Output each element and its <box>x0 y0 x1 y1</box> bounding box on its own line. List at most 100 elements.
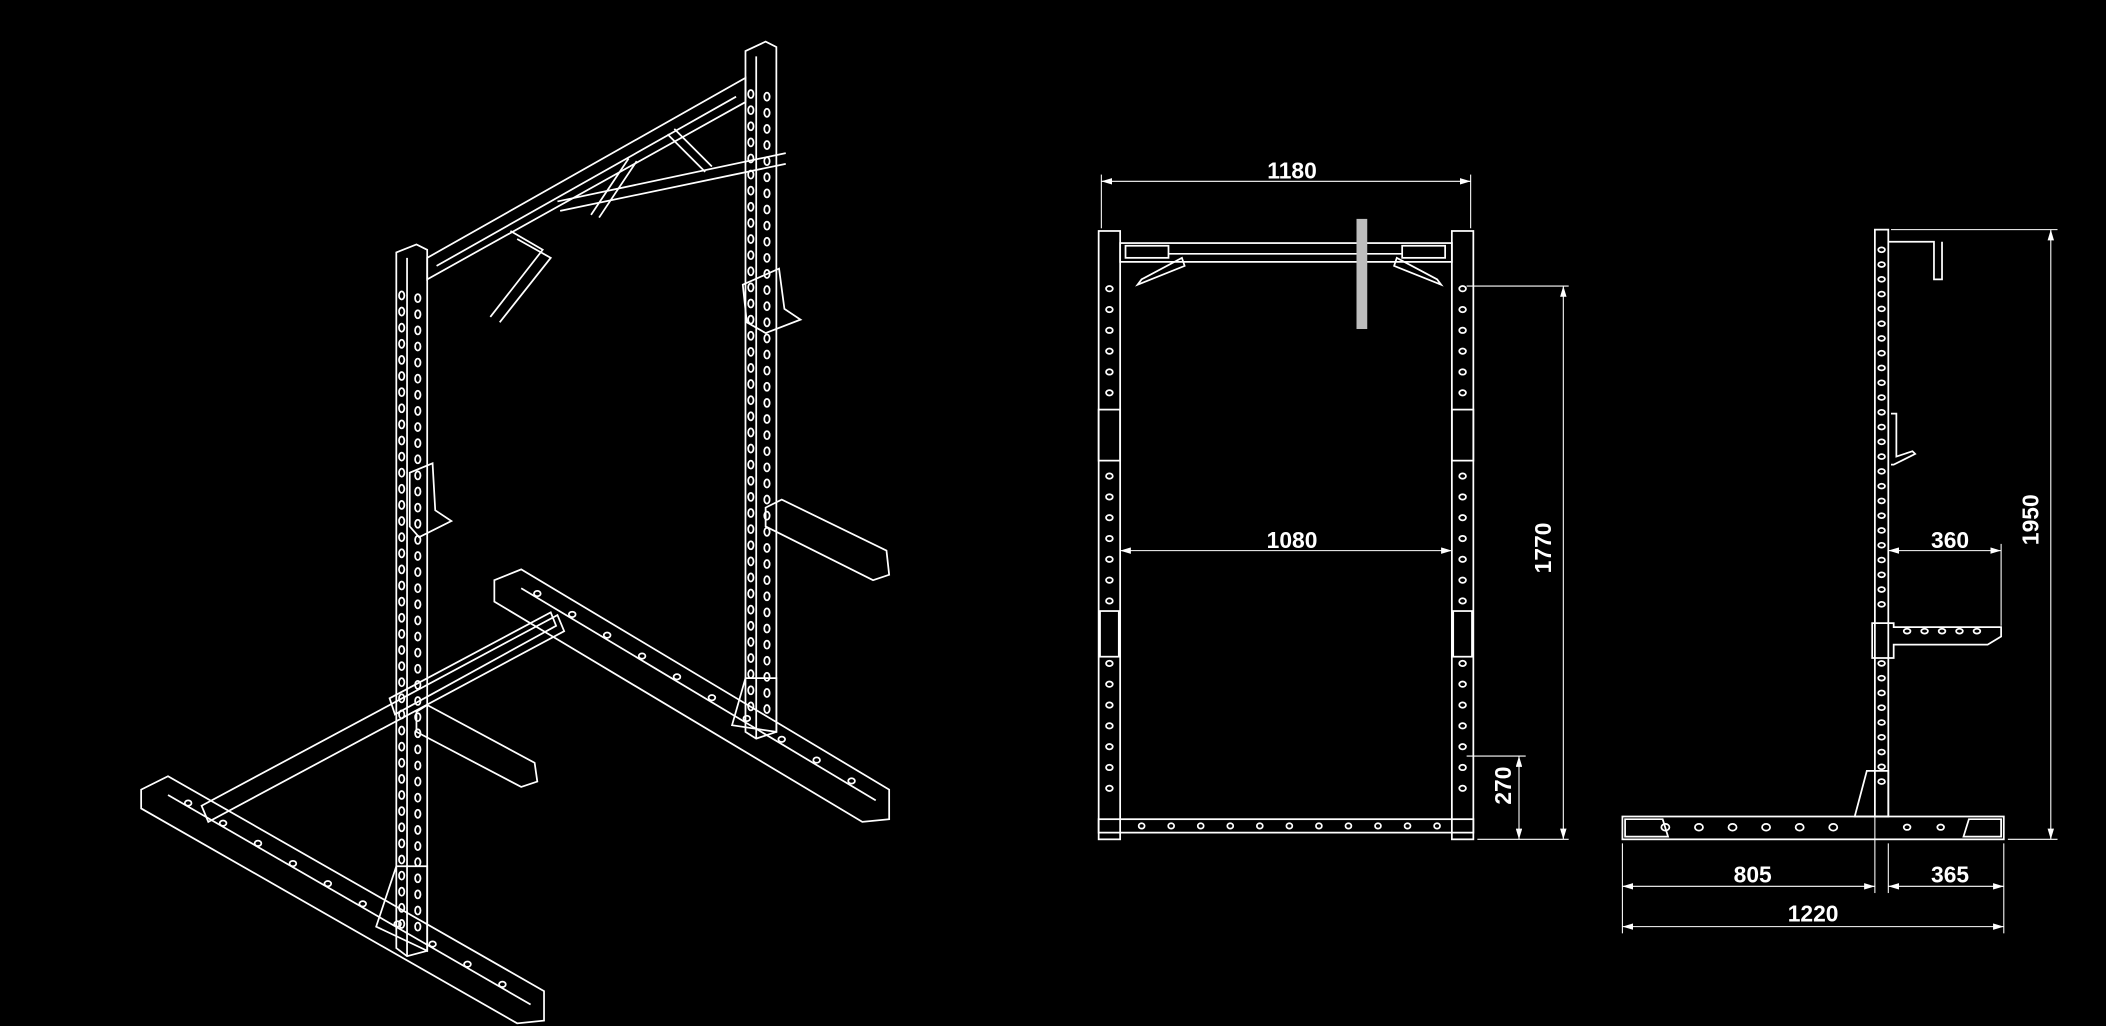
hole <box>1167 822 1176 830</box>
hole <box>747 346 755 357</box>
hole <box>763 365 771 376</box>
hole <box>398 919 406 929</box>
hole <box>398 677 406 688</box>
hole <box>398 902 406 913</box>
hole <box>763 591 771 602</box>
hole <box>414 599 422 610</box>
iso-pullup-bar <box>489 128 786 323</box>
hole <box>747 508 755 518</box>
hole <box>1877 261 1886 268</box>
hole <box>414 873 422 884</box>
hole <box>1105 305 1114 314</box>
hole <box>414 373 422 384</box>
hole <box>1137 822 1146 830</box>
hole <box>1458 743 1467 751</box>
hole <box>1105 743 1114 751</box>
hole <box>1105 659 1114 667</box>
hole <box>1877 364 1886 372</box>
iso-j-hook-left <box>408 462 454 539</box>
hole <box>1458 597 1467 605</box>
hole <box>414 744 422 755</box>
hole <box>847 777 856 785</box>
hole <box>393 920 402 928</box>
dim-rear-foot-length: 805 <box>1734 861 1772 887</box>
hole <box>1105 389 1114 397</box>
hole <box>1458 534 1467 543</box>
hole <box>1105 763 1114 772</box>
front-base <box>1097 818 1475 834</box>
hole <box>1105 784 1114 792</box>
hole <box>398 355 406 365</box>
hole <box>763 510 771 521</box>
front-top-beam <box>1119 242 1453 263</box>
hole <box>414 776 422 787</box>
hole <box>568 610 577 618</box>
hole <box>763 430 771 441</box>
side-j-hook <box>1890 412 1917 466</box>
hole <box>747 121 755 132</box>
hole <box>398 467 406 478</box>
front-label-plate <box>1356 218 1368 330</box>
hole <box>398 322 406 333</box>
hole <box>218 819 228 827</box>
hole <box>398 790 406 800</box>
hole <box>414 728 422 739</box>
hole <box>763 397 771 408</box>
hole <box>1458 701 1467 709</box>
hole <box>763 671 771 682</box>
hole <box>398 451 406 462</box>
hole <box>1902 823 1912 831</box>
iso-cross-member-back <box>200 613 566 824</box>
hole <box>1458 555 1467 563</box>
hole <box>414 502 422 513</box>
hole <box>1105 701 1114 709</box>
hole <box>763 156 771 167</box>
hole <box>398 886 406 897</box>
hole <box>398 596 406 607</box>
hole <box>747 443 755 454</box>
hole <box>414 357 422 368</box>
hole <box>1458 659 1467 667</box>
hole <box>602 631 612 639</box>
hole <box>1761 823 1771 832</box>
iso-base-front-leg <box>140 775 545 1025</box>
iso-spotter-arm-right <box>764 498 891 582</box>
hole <box>1877 733 1886 741</box>
hole <box>398 854 406 865</box>
hole <box>747 653 755 663</box>
hole <box>398 338 406 349</box>
hole <box>747 604 755 615</box>
hole <box>1458 285 1467 293</box>
hole <box>1105 493 1114 501</box>
hole <box>1877 246 1886 254</box>
hole <box>777 735 786 743</box>
hole <box>398 435 406 446</box>
hole <box>1877 408 1886 416</box>
hole <box>398 822 406 833</box>
hole <box>1105 347 1114 355</box>
hole <box>747 298 755 309</box>
side-pullup-bar <box>1888 240 1943 281</box>
hole <box>763 301 771 312</box>
hole <box>1877 601 1886 608</box>
hole <box>1955 627 1964 635</box>
hole <box>414 857 422 868</box>
hole <box>1458 347 1467 355</box>
hole <box>414 647 422 658</box>
iso-spotter-arm-left <box>415 704 539 788</box>
hole <box>398 870 406 881</box>
hole <box>763 91 771 102</box>
hole <box>323 880 333 888</box>
hole <box>398 693 406 704</box>
hole <box>1877 719 1886 726</box>
hole <box>1694 823 1704 832</box>
hole <box>747 620 755 631</box>
hole <box>1458 576 1467 584</box>
hole <box>1877 349 1886 357</box>
hole <box>763 494 771 505</box>
hole <box>1458 472 1467 480</box>
hole <box>1105 326 1114 334</box>
hole <box>1936 823 1945 831</box>
hole <box>763 414 771 424</box>
side-upright <box>1874 228 1890 818</box>
